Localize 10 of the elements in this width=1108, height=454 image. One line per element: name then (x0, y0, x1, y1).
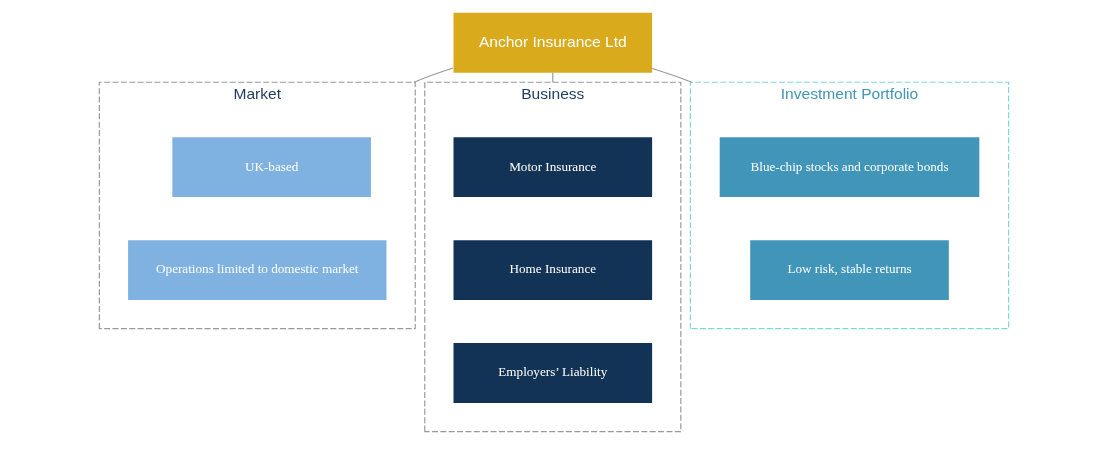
node-box: Motor Insurance (453, 137, 653, 198)
node-box: UK-based (172, 137, 371, 198)
connector (651, 67, 693, 83)
node-box: Employers’ Liability (453, 343, 653, 403)
node-box: Anchor Insurance Ltd (453, 12, 653, 73)
node-box: Blue-chip stocks and corporate bonds (719, 137, 980, 198)
node-box: Home Insurance (453, 240, 653, 300)
node-box: Operations limited to domestic market (128, 240, 387, 300)
connector (413, 67, 454, 83)
node-box: Low risk, stable returns (750, 240, 949, 300)
